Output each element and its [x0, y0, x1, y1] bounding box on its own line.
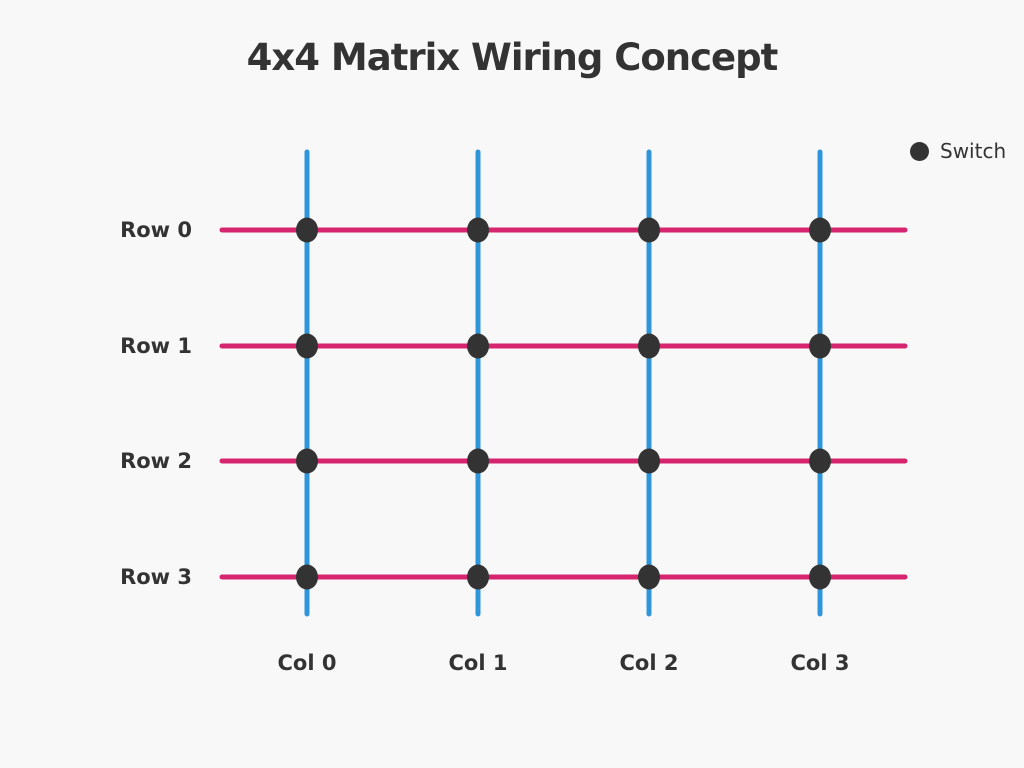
row-label: Row 3 [120, 565, 192, 589]
switch-dot [467, 448, 489, 474]
switch-dot [638, 564, 660, 590]
legend-item-switch[interactable]: Switch [910, 141, 1006, 161]
row-label: Row 2 [120, 449, 192, 473]
row-label: Row 1 [120, 334, 192, 358]
col-label: Col 3 [790, 651, 850, 675]
col-label: Col 0 [277, 651, 337, 675]
switch-dot [638, 448, 660, 474]
switch-marker-icon [910, 141, 929, 161]
switch-dot [296, 448, 318, 474]
figure-title: 4x4 Matrix Wiring Concept [246, 36, 779, 79]
switch-dot [467, 217, 489, 243]
col-label: Col 2 [619, 651, 679, 675]
switch-dot [638, 333, 660, 359]
row-label: Row 0 [120, 218, 192, 242]
switch-dot [296, 564, 318, 590]
switch-dot [467, 333, 489, 359]
switch-dot [809, 217, 831, 243]
legend-label: Switch [940, 139, 1007, 163]
switch-dot [809, 333, 831, 359]
switch-dot [809, 564, 831, 590]
switch-dot [467, 564, 489, 590]
switch-dot [296, 333, 318, 359]
col-label: Col 1 [448, 651, 508, 675]
switch-dot [809, 448, 831, 474]
switch-dot [638, 217, 660, 243]
switch-dot [296, 217, 318, 243]
